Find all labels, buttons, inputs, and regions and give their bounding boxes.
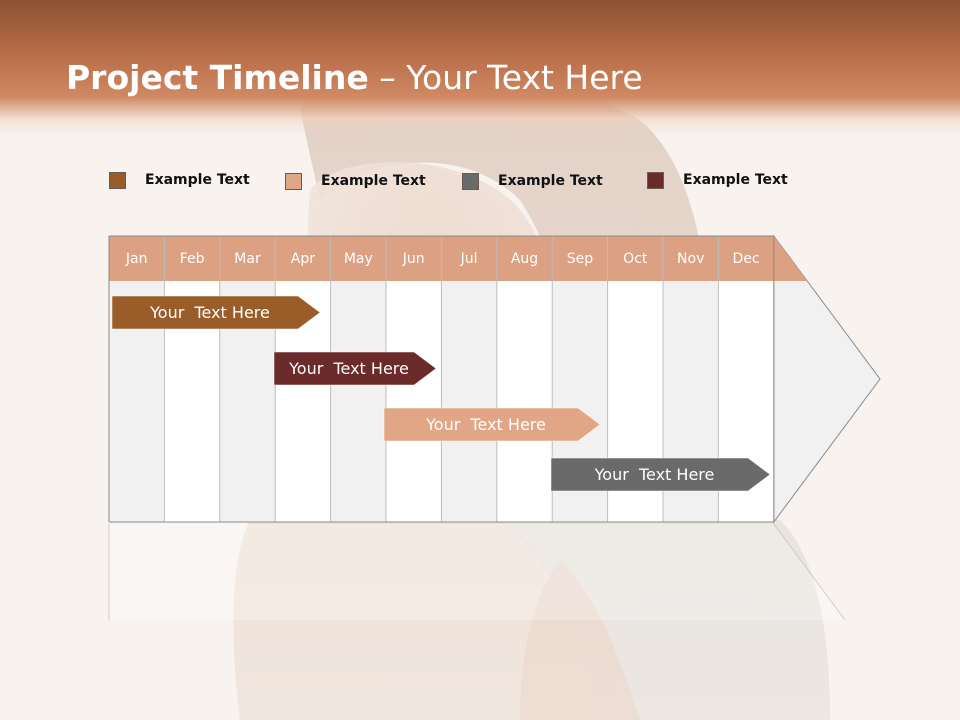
month-label-mar: Mar [234,250,261,267]
month-label-jun: Jun [402,250,425,267]
title-bold: Project Timeline [66,58,369,97]
task-bar-label: Your Text Here [594,465,715,484]
task-bar-label: Your Text Here [426,415,546,434]
legend-swatch [462,172,479,190]
month-label-oct: Oct [623,250,648,267]
month-label-apr: Apr [290,250,315,267]
legend-item: Example Text [285,171,426,191]
month-label-may: May [343,250,373,267]
month-label-dec: Dec [732,250,760,267]
legend-swatch [109,171,126,189]
month-label-aug: Aug [510,250,539,267]
legend-label: Example Text [321,173,426,189]
legend-item: Example Text [647,170,788,190]
legend-label: Example Text [498,173,603,189]
legend-swatch [647,171,664,189]
month-label-feb: Feb [179,250,205,267]
legend-item: Example Text [462,171,603,191]
legend-label: Example Text [145,172,250,188]
title-rest: – Your Text Here [368,58,643,97]
task-bar-label: Your Text Here [289,359,409,378]
month-label-nov: Nov [677,250,705,267]
task-bar-label: Your Text Here [150,303,270,322]
legend-item: Example Text [109,170,250,190]
month-label-jan: Jan [125,250,148,267]
header-band [0,0,960,135]
legend-label: Example Text [683,172,788,188]
slide-title: Project Timeline – Your Text Here [66,58,643,106]
month-label-jul: Jul [460,250,478,267]
legend-swatch [285,172,302,190]
month-label-sep: Sep [566,250,594,267]
